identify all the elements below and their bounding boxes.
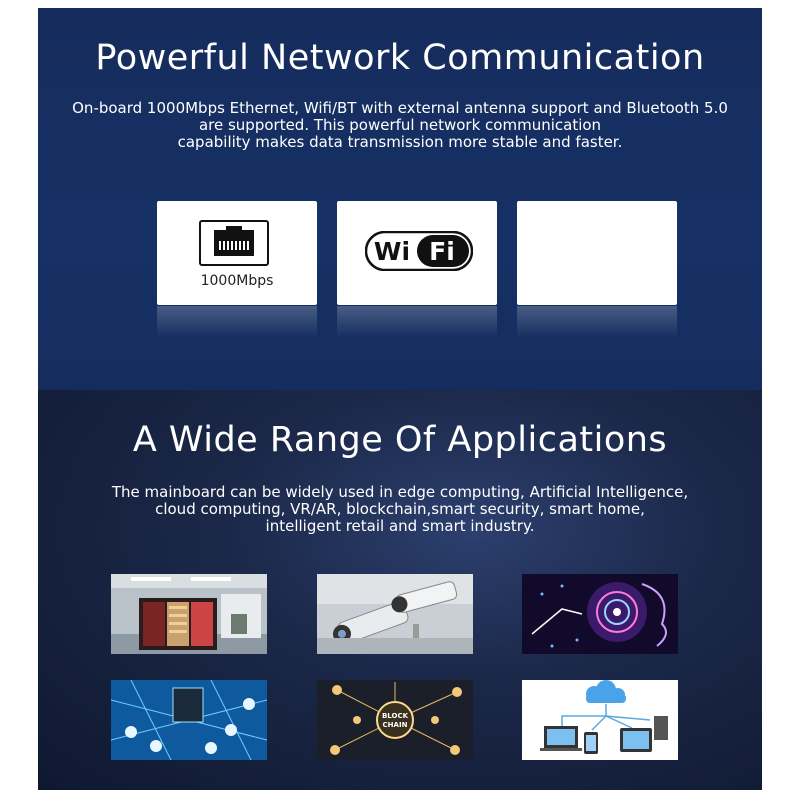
wifi-logo-icon: Wi Fi xyxy=(365,231,473,271)
card-reflection xyxy=(157,306,317,338)
card-reflection xyxy=(337,306,497,338)
svg-text:BLOCK: BLOCK xyxy=(382,712,409,720)
network-desc-line-3: capability makes data transmission more … xyxy=(177,133,623,151)
svg-text:Fi: Fi xyxy=(429,237,455,266)
network-title: Powerful Network Communication xyxy=(95,38,705,78)
wifi-card: Wi Fi xyxy=(337,201,497,305)
svg-text:Wi: Wi xyxy=(374,237,410,266)
applications-desc-line-1: The mainboard can be widely used in edge… xyxy=(111,483,689,501)
smart-industry-image xyxy=(111,680,267,760)
applications-desc-line-2: cloud computing, VR/AR, blockchain,smart… xyxy=(155,500,645,518)
blockchain-image: BLOCK CHAIN xyxy=(317,680,473,760)
product-banner: Powerful Network Communication On-board … xyxy=(38,8,762,790)
smart-security-image xyxy=(317,574,473,654)
blank-card xyxy=(517,201,677,305)
ethernet-label: 1000Mbps xyxy=(200,273,274,289)
card-reflection xyxy=(517,306,677,338)
applications-title: A Wide Range Of Applications xyxy=(132,420,668,460)
network-desc-line-2: are supported. This powerful network com… xyxy=(198,116,602,134)
ethernet-port-icon xyxy=(199,220,269,266)
cloud-computing-image xyxy=(522,680,678,760)
applications-desc-line-3: intelligent retail and smart industry. xyxy=(265,517,535,535)
ethernet-card: 1000Mbps xyxy=(157,201,317,305)
network-desc-line-1: On-board 1000Mbps Ethernet, Wifi/BT with… xyxy=(72,99,728,117)
svg-text:CHAIN: CHAIN xyxy=(383,721,408,729)
applications-section: A Wide Range Of Applications The mainboa… xyxy=(38,390,762,790)
artificial-intelligence-image xyxy=(522,574,678,654)
smart-retail-image xyxy=(111,574,267,654)
network-section: Powerful Network Communication On-board … xyxy=(38,8,762,390)
